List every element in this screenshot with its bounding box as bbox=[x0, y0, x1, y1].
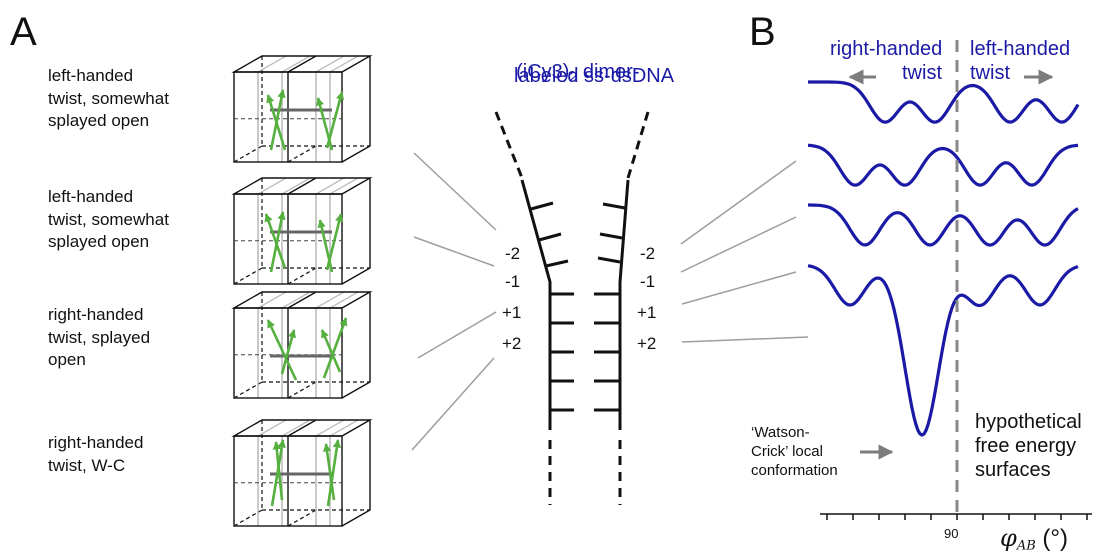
leader-line-7 bbox=[681, 271, 797, 305]
conformation-label-4: right-handed twist, W-C bbox=[48, 433, 144, 475]
ss-bases-right bbox=[597, 202, 626, 264]
dipole-arrow bbox=[272, 441, 284, 501]
pos-right-p1: +1 bbox=[637, 303, 657, 322]
dna-title-line-2: labeled ss-dsDNA bbox=[514, 65, 675, 87]
phi-subscript: AB bbox=[1016, 538, 1036, 554]
energy-curve-4 bbox=[807, 264, 1079, 437]
conformation-boxes bbox=[231, 55, 373, 527]
pos-right-m1: -1 bbox=[640, 272, 656, 291]
pos-left-m2: -2 bbox=[505, 244, 521, 263]
conformation-box-3 bbox=[231, 291, 373, 399]
leader-line-5 bbox=[680, 160, 797, 245]
dna-title-prefix: (iCy3) bbox=[516, 61, 570, 83]
dna-title-line-1: (iCy3)2 dimer- bbox=[505, 36, 640, 85]
conformation-box-1 bbox=[231, 55, 373, 163]
panel-label-a: A bbox=[10, 10, 37, 54]
leader-line-2 bbox=[413, 236, 495, 267]
energy-curve-2 bbox=[807, 143, 1079, 187]
leader-line-8 bbox=[681, 336, 809, 343]
tick-label-90: 90 bbox=[944, 526, 959, 541]
dna-title-suffix: dimer- bbox=[577, 61, 640, 83]
right-leader-lines bbox=[680, 160, 809, 343]
panel-label-b: B bbox=[749, 10, 776, 54]
dipole-arrow bbox=[264, 213, 287, 269]
pos-left-p1: +1 bbox=[502, 303, 522, 322]
strand-left-ss-dashed bbox=[494, 111, 524, 179]
conformation-box-4 bbox=[231, 419, 373, 527]
free-energy-curves bbox=[807, 80, 1080, 437]
base-pairs bbox=[550, 292, 620, 412]
dipole-arrow bbox=[326, 439, 341, 507]
phi-axis-label: φAB (°) bbox=[1000, 524, 1068, 553]
dipole-arrow bbox=[315, 97, 334, 151]
phi-axis bbox=[820, 513, 1092, 520]
left-leader-lines bbox=[411, 152, 497, 451]
dipole-arrow bbox=[317, 219, 334, 273]
leader-line-6 bbox=[680, 216, 797, 273]
dna-fork bbox=[494, 111, 650, 505]
dipole-arrow bbox=[280, 329, 297, 375]
pos-left-m1: -1 bbox=[505, 272, 521, 291]
leader-line-3 bbox=[417, 311, 497, 359]
dipole-arrow bbox=[322, 317, 348, 379]
dipole-arrow bbox=[266, 319, 298, 381]
free-energy-note: hypothetical free energy surfaces bbox=[975, 411, 1082, 481]
strand-right-ss-dashed bbox=[626, 111, 650, 179]
conformation-label-3: right-handed twist, splayed open bbox=[48, 305, 151, 369]
left-twist-label: left-handed twist bbox=[970, 38, 1071, 84]
energy-curve-1 bbox=[808, 80, 1080, 124]
ss-bases-left bbox=[530, 201, 569, 268]
energy-curve-3 bbox=[808, 203, 1079, 247]
right-twist-label: right-handed twist bbox=[830, 38, 943, 84]
axis-ticks bbox=[826, 514, 1088, 520]
pos-right-p2: +2 bbox=[637, 334, 657, 353]
dipole-arrow bbox=[270, 439, 286, 507]
strand-right-solid bbox=[618, 179, 630, 430]
pos-left-p2: +2 bbox=[502, 334, 522, 353]
phi-unit: (°) bbox=[1035, 525, 1069, 552]
pos-right-m2: -2 bbox=[640, 244, 656, 263]
phi-symbol: φ bbox=[1000, 524, 1017, 552]
dipole-arrow bbox=[322, 443, 336, 501]
conformation-label-2: left-handed twist, somewhat splayed open bbox=[48, 187, 169, 251]
leader-line-4 bbox=[411, 357, 495, 451]
strand-left-solid bbox=[520, 179, 552, 430]
conformation-label-1: left-handed twist, somewhat splayed open bbox=[48, 66, 169, 130]
leader-line-1 bbox=[413, 152, 497, 231]
dna-title-subscript: 2 bbox=[569, 68, 578, 85]
dipole-arrow bbox=[320, 329, 342, 373]
conformation-box-2 bbox=[231, 177, 373, 285]
dipole-arrow bbox=[266, 94, 287, 151]
twist-arrows bbox=[848, 69, 1054, 460]
watson-crick-note: ‘Watson- Crick’ local conformation bbox=[751, 424, 838, 479]
